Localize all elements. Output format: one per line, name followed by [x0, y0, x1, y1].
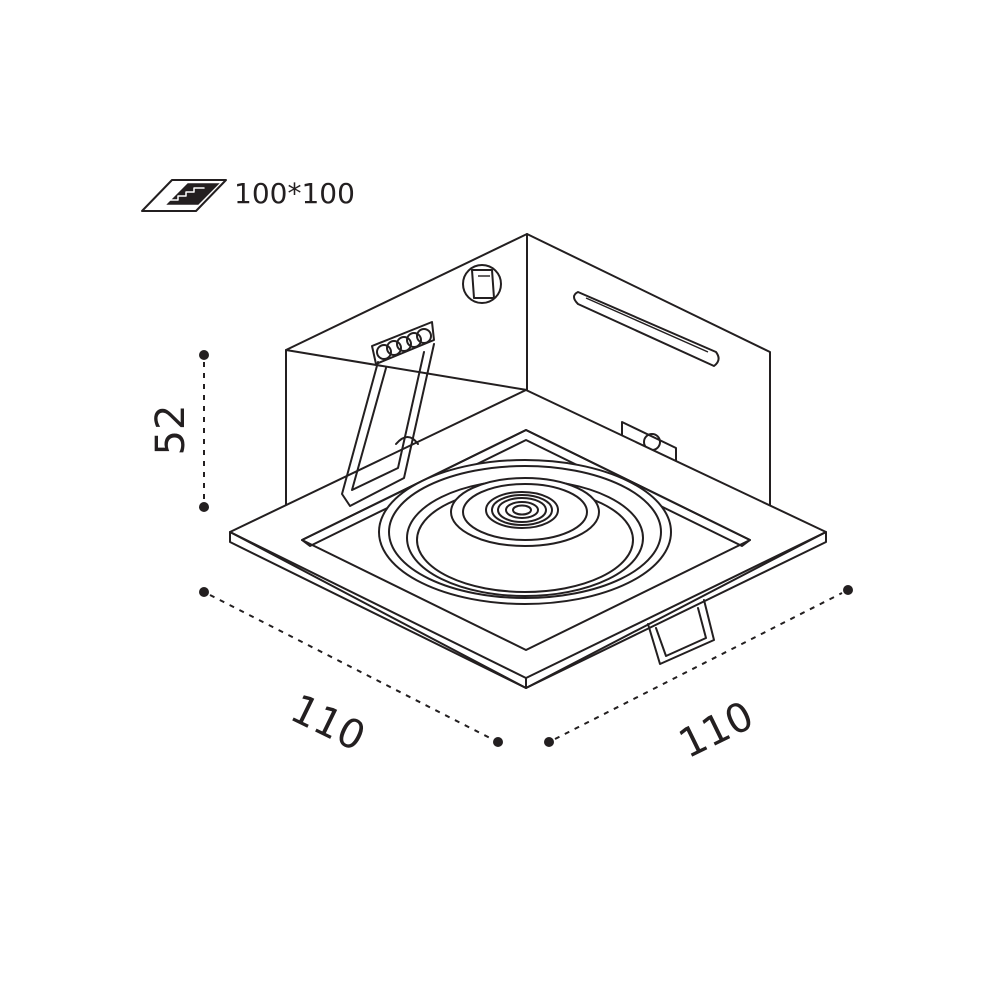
bottom-clip	[647, 599, 715, 665]
width-dimension-label: 110	[672, 693, 761, 768]
depth-dimension-label: 110	[283, 686, 372, 761]
depth-dimension-line	[199, 587, 503, 747]
height-dimension-label: 52	[148, 405, 194, 456]
height-dimension-line	[199, 350, 209, 512]
cutout-size-label: 100*100	[234, 177, 355, 210]
width-dimension-line	[544, 585, 853, 747]
spring-clip	[341, 321, 435, 507]
lamp-module	[378, 459, 672, 605]
cutout-hole-icon	[141, 179, 227, 212]
